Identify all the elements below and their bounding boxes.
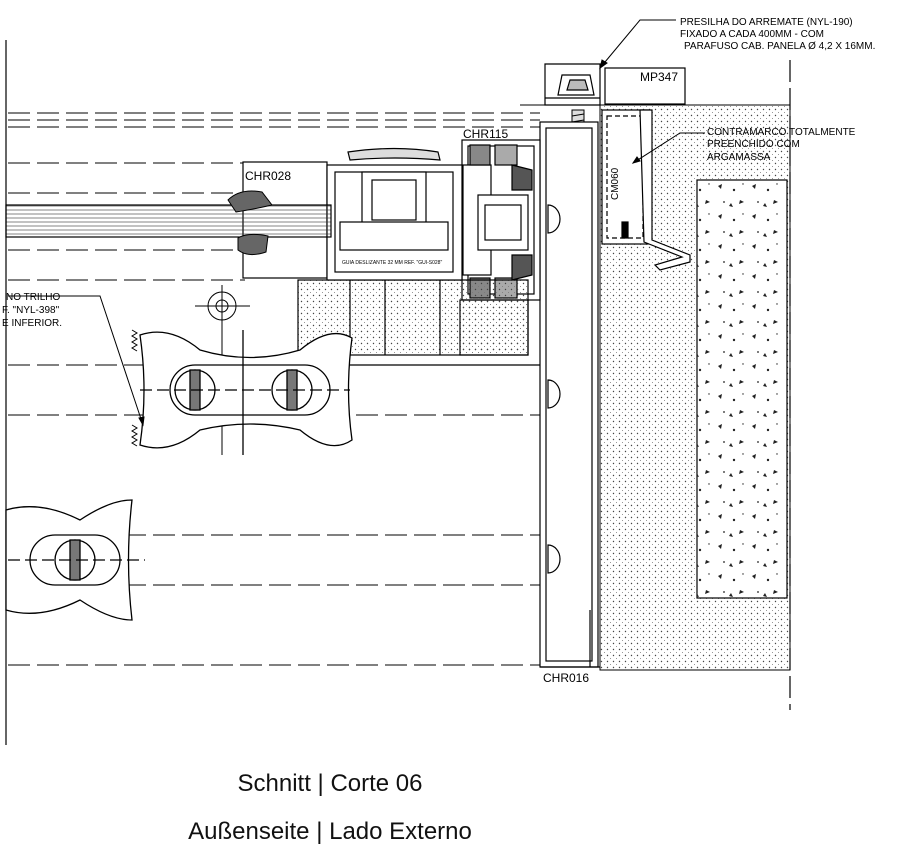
frame-rollers	[547, 204, 561, 574]
wheel-carriage-lower	[5, 499, 145, 621]
carriage-teeth	[131, 329, 138, 447]
caption-title: Schnitt | Corte 06	[237, 770, 423, 797]
chr028-label: CHR028	[245, 169, 291, 183]
wheel-axle	[195, 285, 250, 455]
guia-label: GUIA DESLIZANTE 32 MM REF. "GUI-S028"	[342, 260, 442, 266]
glass-panel	[5, 204, 332, 238]
trilho-label-3: E INFERIOR.	[2, 318, 62, 329]
contramarco-label-2: PREENCHIDO COM	[707, 139, 800, 150]
glazing-gaskets	[227, 190, 273, 256]
chr028-profile	[242, 147, 463, 281]
wheel-carriage-upper	[139, 330, 353, 455]
mp347-profile	[544, 63, 686, 106]
presilha-label-2: FIXADO A CADA 400MM - COM	[680, 29, 824, 40]
trilho-label-2: F. "NYL-398"	[2, 305, 60, 316]
caption-subtitle: Außenseite | Lado Externo	[188, 818, 472, 845]
mp347-label: MP347	[640, 70, 678, 84]
chr115-label: CHR115	[463, 127, 508, 141]
dashed-guides	[8, 112, 540, 666]
presilha-label-3: PARAFUSO CAB. PANELA Ø 4,2 X 16MM.	[684, 41, 875, 52]
chr016-label: CHR016	[543, 671, 589, 685]
contramarco-label-1: CONTRAMARCO TOTALMENTE	[707, 127, 856, 138]
cm060-profile	[601, 109, 691, 271]
chr115-profile	[461, 139, 541, 301]
presilha-label-1: PRESILHA DO ARREMATE (NYL-190)	[680, 17, 853, 28]
trilho-label-1: NO TRILHO	[6, 292, 60, 303]
cm060-label: CM060	[610, 167, 621, 200]
contramarco-label-3: ARGAMASSA	[707, 152, 771, 163]
leader-lines	[8, 19, 705, 427]
